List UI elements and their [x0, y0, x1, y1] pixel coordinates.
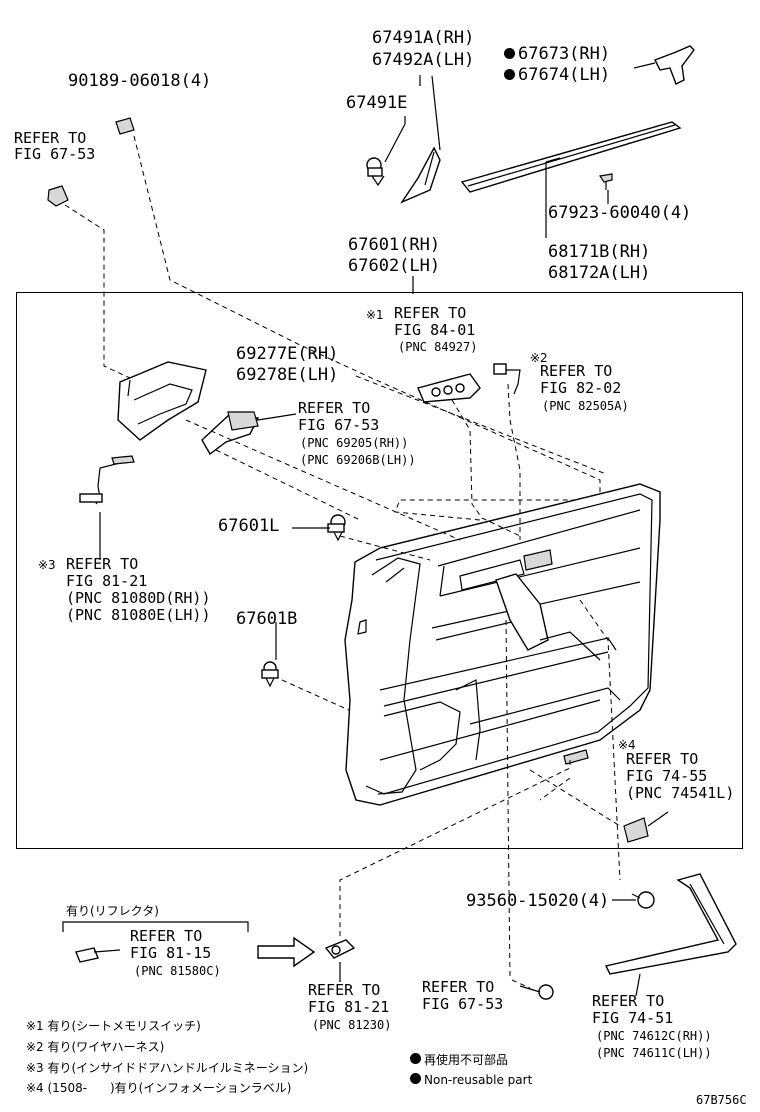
bezel-69277E-drawing: [117, 361, 207, 441]
non-reusable-dot-icon: [410, 1053, 421, 1064]
label-67602: 67602(LH): [348, 256, 441, 276]
weatherstrip-68171B-drawing: [460, 121, 682, 193]
reflector-drawing: [75, 947, 121, 963]
wire-harness-drawing: [493, 363, 521, 395]
label-67491A: 67491A(RH): [372, 28, 475, 48]
refer-67-53-mid-line1: REFER TO: [298, 399, 371, 417]
ref-81-21-line1: REFER TO: [66, 555, 139, 573]
label-67601L: 67601L: [218, 516, 280, 536]
label-67601B: 67601B: [236, 609, 298, 629]
ref-74-51-line4: (PNC 74611C(LH)): [596, 1046, 712, 1060]
legend-en: Non-reusable part: [410, 1073, 532, 1086]
label-67491E: 67491E: [346, 93, 408, 113]
reflector-heading: 有り(リフレクタ): [66, 904, 159, 918]
garnish-74612C-drawing: [604, 873, 737, 975]
ref-84-01-line1: REFER TO: [394, 304, 467, 322]
non-reusable-dot-icon: [504, 69, 515, 80]
ref-81-21b-line1: REFER TO: [308, 981, 381, 999]
ref-74-55-mark: ※4: [618, 738, 636, 752]
label-67601: 67601(RH): [348, 235, 441, 255]
ref-74-55-line3: (PNC 74541L): [626, 784, 735, 802]
ref-74-55-line1: REFER TO: [626, 750, 699, 768]
ref-82-02-line2: FIG 82-02: [540, 379, 622, 397]
ref-74-51-line1: REFER TO: [592, 992, 665, 1010]
non-reusable-dot-icon: [410, 1073, 421, 1084]
ref-74-55-line2: FIG 74-55: [626, 767, 708, 785]
label-67674: 67674(LH): [504, 67, 610, 84]
door-trim-panel-drawing: [344, 483, 661, 806]
non-reusable-dot-icon: [504, 48, 515, 59]
refer-67-53-top-line1: REFER TO: [14, 129, 87, 147]
refer-67-53-bot-line1: REFER TO: [422, 978, 495, 996]
label-68172A: 68172A(LH): [548, 263, 651, 283]
refer-67-53-mid-line2: FIG 67-53: [298, 416, 380, 434]
label-93560: 93560-15020(4): [466, 891, 610, 911]
ref-82-02-line3: (PNC 82505A): [542, 399, 629, 413]
arrow-right-icon: [257, 936, 316, 968]
ref-82-02-line1: REFER TO: [540, 362, 613, 380]
inside-handle-drawing: [201, 411, 260, 456]
ref-81-21-mark: ※3: [38, 558, 56, 572]
ref-81-21-line4: (PNC 81080E(LH)): [66, 606, 211, 624]
bolt-93560-drawing: [631, 891, 655, 909]
legend-jp-text: 再使用不可部品: [424, 1053, 509, 1067]
ref-84-01-mark: ※1: [366, 308, 384, 322]
ref-81-21-line2: FIG 81-21: [66, 572, 148, 590]
refer-67-53-mid-line3: (PNC 69205(RH)): [300, 436, 409, 450]
label-69277E: 69277E(RH): [236, 344, 339, 364]
ref-81-15-line1: REFER TO: [130, 927, 203, 945]
clip-67923-drawing: [598, 173, 613, 190]
ref-74-51-line2: FIG 74-51: [592, 1009, 674, 1027]
legend-en-text: Non-reusable part: [424, 1073, 533, 1087]
ref-82-02-mark: ※2: [530, 351, 548, 365]
clip-left-drawing: [47, 185, 69, 207]
door-trim-group-frame: [16, 292, 743, 849]
reflector-group-bracket: [62, 921, 249, 932]
label-67673-text: 67673(RH): [518, 44, 611, 64]
memory-switch-drawing: [417, 373, 481, 403]
ref-81-21-line3: (PNC 81080D(RH)): [66, 589, 211, 607]
legend-jp: 再使用不可部品: [410, 1053, 508, 1066]
footnote-2: ※2 有り(ワイヤハーネス): [26, 1040, 165, 1054]
refer-67-53-bot-line2: FIG 67-53: [422, 995, 504, 1013]
ref-81-21b-line2: FIG 81-21: [308, 998, 390, 1016]
clip-67601B-drawing: [261, 661, 279, 688]
ref-81-21b-line3: (PNC 81230): [312, 1018, 392, 1032]
label-69278E: 69278E(LH): [236, 365, 339, 385]
footnote-4: ※4 (1508- )有り(インフォメーションラベル): [26, 1081, 292, 1095]
label-67492A: 67492A(LH): [372, 50, 475, 70]
footnote-3: ※3 有り(インサイドドアハンドルイルミネーション): [26, 1061, 309, 1075]
label-67923: 67923-60040(4): [548, 203, 692, 223]
label-67673: 67673(RH): [504, 46, 610, 63]
bulb-socket-drawing: [324, 939, 356, 959]
ref-81-15-line3: (PNC 81580C): [134, 964, 221, 978]
refer-67-53-top-line2: FIG 67-53: [14, 145, 96, 163]
diagram-id: 67B756C: [696, 1093, 747, 1107]
illumination-wire-drawing: [79, 455, 135, 505]
bolt-bottom-drawing: [519, 984, 554, 1000]
bracket-67673-drawing: [654, 45, 695, 85]
bolt-67491E-drawing: [366, 157, 385, 187]
clip-90189-drawing: [115, 117, 135, 135]
label-90189: 90189-06018(4): [68, 71, 212, 91]
label-68171B: 68171B(RH): [548, 242, 651, 262]
ref-74-51-line3: (PNC 74612C(RH)): [596, 1029, 712, 1043]
footnote-1: ※1 有り(シートメモリスイッチ): [26, 1019, 201, 1033]
garnish-67491A-drawing: [400, 146, 441, 204]
label-67674-text: 67674(LH): [518, 65, 611, 85]
ref-81-15-line2: FIG 81-15: [130, 944, 212, 962]
refer-67-53-mid-line4: (PNC 69206B(LH)): [300, 453, 416, 467]
ref-84-01-line2: FIG 84-01: [394, 321, 476, 339]
info-label-drawing: [623, 817, 649, 843]
ref-84-01-line3: (PNC 84927): [398, 340, 478, 354]
